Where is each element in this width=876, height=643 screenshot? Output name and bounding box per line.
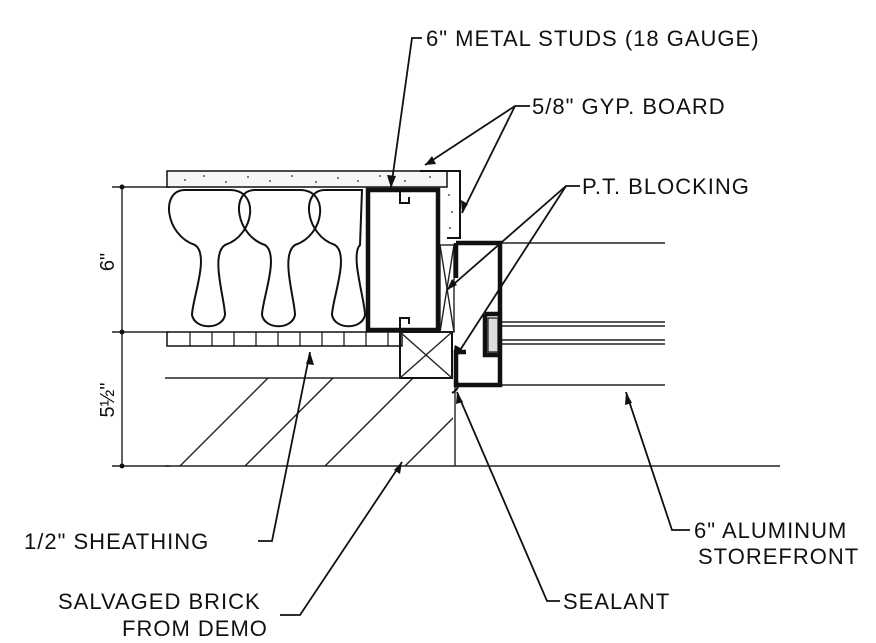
insulation [168,189,367,328]
sheathing [166,331,403,347]
label-metal-studs: 6" METAL STUDS (18 GAUGE) [426,26,760,51]
label-salvaged-brick-line2: FROM DEMO [122,616,268,641]
label-salvaged-brick-line1: SALVAGED BRICK [58,589,261,614]
dimension-lower-text: 5½" [97,383,119,418]
label-aluminum-storefront-line1: 6" ALUMINUM [694,518,847,543]
label-aluminum-storefront-line2: STOREFRONT [698,544,859,569]
dimension-upper-text: 6" [97,253,119,271]
dimension-line [112,184,170,469]
leader-arrowheads [306,156,632,474]
leaders [258,37,690,616]
label-pt-blocking: P.T. BLOCKING [582,174,750,199]
label-gyp-board: 5/8" GYP. BOARD [532,94,726,119]
storefront-frame [453,240,665,388]
sealant-bead [451,379,460,394]
metal-stud [365,187,441,333]
label-sealant: SEALANT [563,589,670,614]
salvaged-brick [179,378,453,466]
pt-blocking [399,244,455,379]
label-sheathing: 1/2" SHEATHING [24,529,209,554]
gyp-board [166,170,461,239]
